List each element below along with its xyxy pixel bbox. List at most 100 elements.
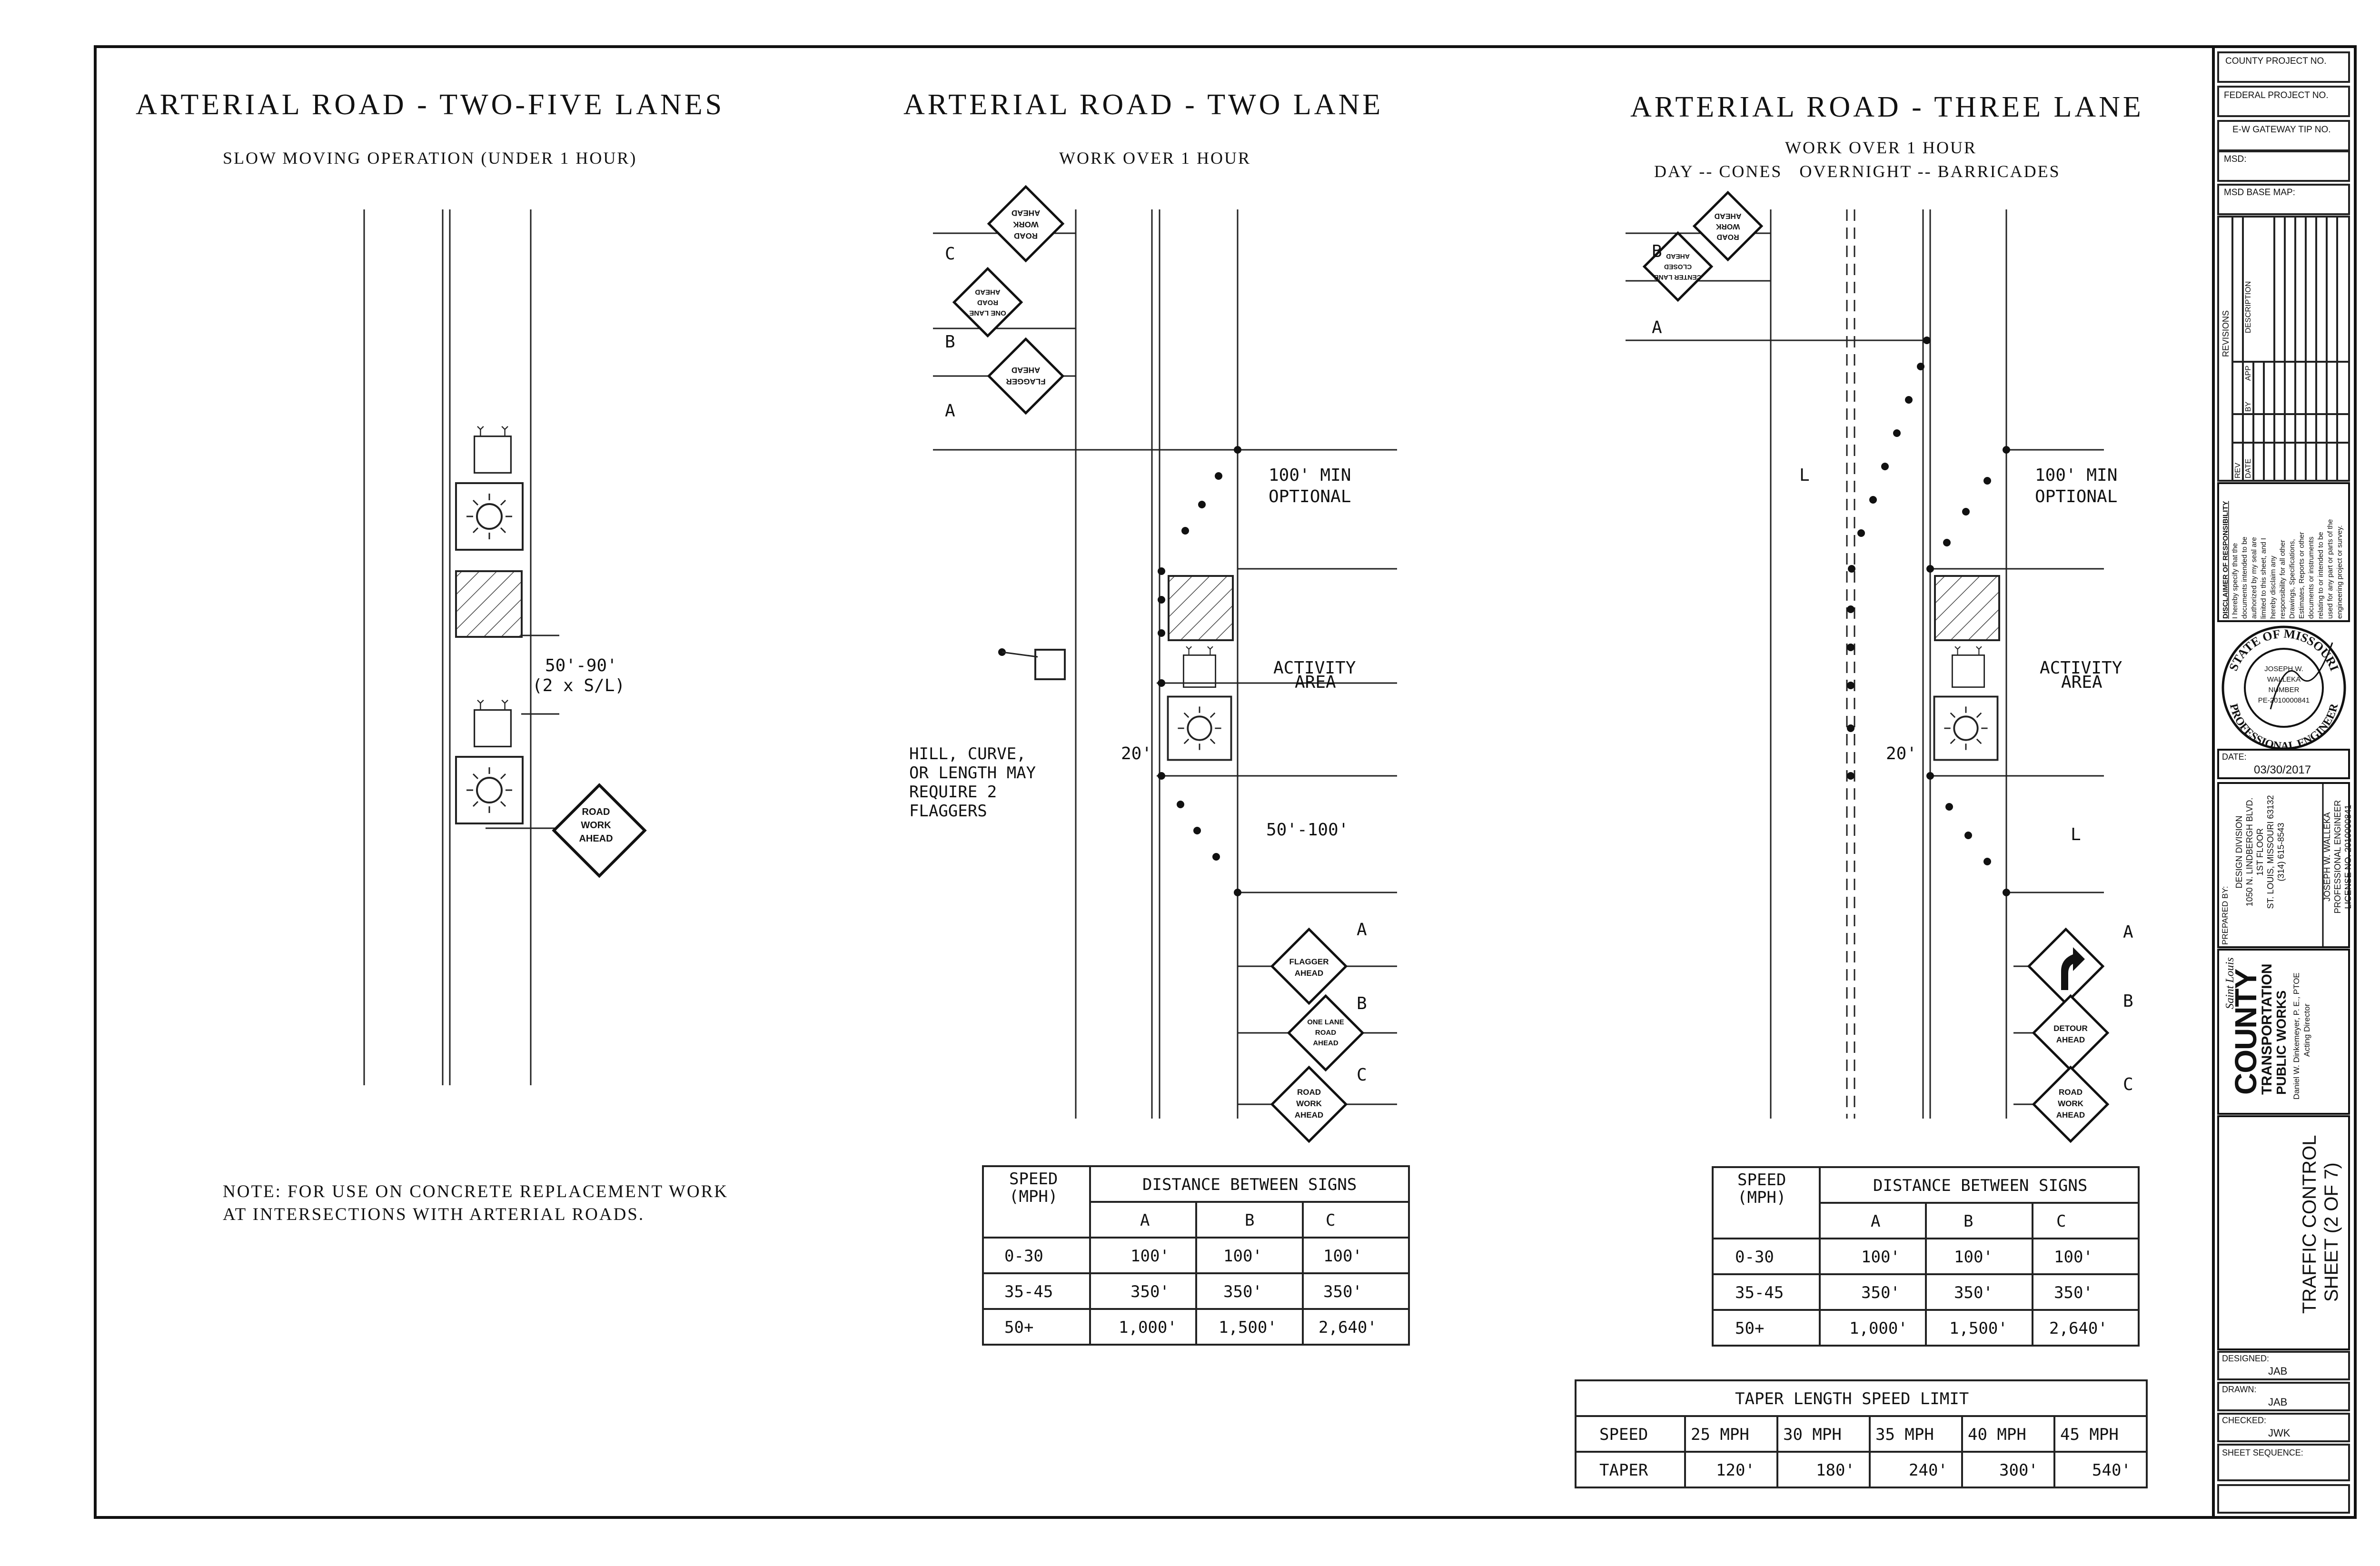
disclaimer-line: Estimates, Reports or other bbox=[2298, 532, 2306, 619]
sign-line-1: FLAGGER bbox=[1006, 377, 1045, 386]
sign-line-3: AHEAD bbox=[1012, 208, 1040, 218]
road-work-ahead-sign-icon: ROAD WORK AHEAD bbox=[2032, 1065, 2110, 1143]
table-speed-header: SPEED bbox=[1737, 1170, 1786, 1189]
table-cell: 35-45 bbox=[1735, 1283, 1784, 1302]
table-cell: 350' bbox=[2054, 1283, 2093, 1302]
traffic-cone-icon bbox=[474, 426, 512, 474]
title-block: COUNTY PROJECT NO. FEDERAL PROJECT NO. E… bbox=[2212, 45, 2357, 1519]
sign-line-2: CLOSED bbox=[1664, 263, 1692, 271]
sign-line-2: WORK bbox=[1012, 220, 1039, 229]
table-cell: 100' bbox=[1323, 1247, 1362, 1266]
label-a: A bbox=[945, 401, 955, 421]
panel3-dim-20: 20' bbox=[1886, 744, 1917, 763]
table-cell: 50+ bbox=[1735, 1319, 1764, 1338]
logo-public-works: PUBLIC WORKS bbox=[2274, 991, 2289, 1095]
road-work-ahead-sign-icon: ROAD WORK AHEAD bbox=[1692, 190, 1764, 262]
hill-note-line2: OR LENGTH MAY bbox=[909, 763, 1036, 783]
panel2-subtitle: WORK OVER 1 HOUR bbox=[1059, 149, 1251, 168]
disclaimer-line: authorized by my seal are bbox=[2250, 537, 2258, 619]
table-cell: 2,640' bbox=[1319, 1318, 1377, 1337]
app-col: APP bbox=[2244, 366, 2252, 381]
table-speed-header-unit: (MPH) bbox=[1009, 1187, 1058, 1206]
flagger-ahead-sign-icon: FLAGGER AHEAD bbox=[1270, 927, 1348, 1005]
one-lane-road-ahead-sign-icon: ONE LANE ROAD AHEAD bbox=[952, 267, 1023, 338]
table-cell: 350' bbox=[1130, 1282, 1170, 1301]
sheet-title: TRAFFIC CONTROL bbox=[2299, 1135, 2320, 1314]
panel2-min-optional-line1: 100' MIN bbox=[1269, 466, 1351, 485]
table-cell: 100' bbox=[2054, 1248, 2093, 1267]
sign-line-3: AHEAD bbox=[975, 288, 1001, 296]
hill-note-line4: FLAGGERS bbox=[909, 802, 987, 821]
panel1-dim-line1: 50'-90' bbox=[545, 656, 617, 675]
panel3-min-optional-line1: 100' MIN bbox=[2035, 466, 2117, 485]
sign-line-1: ROAD bbox=[1297, 1088, 1321, 1097]
label-b: B bbox=[2123, 991, 2133, 1011]
checked-value: JWK bbox=[2268, 1427, 2291, 1439]
by-col: BY bbox=[2244, 401, 2252, 412]
arrow-panel-icon bbox=[1933, 695, 1999, 761]
sheet-number: SHEET (2 OF 7) bbox=[2321, 1162, 2342, 1302]
table-col-a: A bbox=[1140, 1211, 1150, 1230]
disclaimer-line: relating to or intended to be bbox=[2317, 532, 2325, 619]
table-cell: 350' bbox=[1223, 1282, 1262, 1301]
label-a: A bbox=[2123, 922, 2133, 942]
hill-note-line3: REQUIRE 2 bbox=[909, 783, 997, 802]
road-work-ahead-sign-icon: ROAD WORK AHEAD bbox=[486, 783, 647, 878]
disclaimer-line: used for any part or parts of the bbox=[2326, 519, 2334, 619]
label-l: L bbox=[1799, 466, 1810, 485]
disclaimer-line: engineering project or survey. bbox=[2336, 525, 2344, 619]
rev-col: REV bbox=[2234, 463, 2242, 478]
logo-transportation: TRANSPORTATION bbox=[2259, 963, 2275, 1095]
designed-value: JAB bbox=[2268, 1365, 2287, 1377]
table-cell: 50+ bbox=[1004, 1318, 1033, 1337]
panel3-road bbox=[1626, 209, 2104, 1119]
taper-cell: SPEED bbox=[1599, 1425, 1648, 1444]
panel3-title: ARTERIAL ROAD - THREE LANE bbox=[1630, 91, 2144, 123]
sign-line-2: WORK bbox=[2058, 1099, 2084, 1108]
sign-line-1: DETOUR bbox=[2053, 1024, 2087, 1033]
one-lane-road-ahead-sign-icon: ONE LANE ROAD AHEAD bbox=[1287, 994, 1365, 1072]
table-cell: 1,000' bbox=[1849, 1319, 1908, 1338]
distance-table bbox=[982, 1165, 1410, 1346]
label-c: C bbox=[945, 244, 955, 264]
date-label: DATE: bbox=[2222, 752, 2247, 762]
work-area-hatched bbox=[1168, 575, 1234, 641]
msd-base-map-label: MSD BASE MAP: bbox=[2224, 188, 2295, 198]
table-cell: 2,640' bbox=[2049, 1319, 2108, 1338]
disclaimer-title: DISCLAIMER OF RESPONSIBILITY bbox=[2221, 501, 2230, 619]
gateway-tip-label: E-W GATEWAY TIP NO. bbox=[2232, 125, 2331, 135]
sign-line-2: AHEAD bbox=[1295, 969, 1323, 978]
table-cell: 1,500' bbox=[1949, 1319, 2008, 1338]
panel1-note-line2: AT INTERSECTIONS WITH ARTERIAL ROADS. bbox=[223, 1205, 645, 1224]
label-b: B bbox=[1357, 994, 1367, 1013]
panel1-subtitle: SLOW MOVING OPERATION (UNDER 1 HOUR) bbox=[223, 149, 637, 168]
road-work-ahead-sign-icon: ROAD WORK AHEAD bbox=[1270, 1065, 1348, 1143]
table-speed-header: SPEED bbox=[1009, 1170, 1058, 1189]
prepared-line: ST. LOUIS, MISSOURI 63132 bbox=[2266, 795, 2275, 909]
table-distance-header: DISTANCE BETWEEN SIGNS bbox=[1142, 1175, 1357, 1194]
label-a: A bbox=[1652, 318, 1662, 337]
county-project-label: COUNTY PROJECT NO. bbox=[2225, 56, 2327, 66]
taper-cell: 40 MPH bbox=[1968, 1425, 2026, 1444]
revisions-grid bbox=[2217, 216, 2350, 482]
flagger-ahead-sign-icon: FLAGGER AHEAD bbox=[987, 337, 1065, 415]
panel2-road bbox=[933, 209, 1397, 1119]
table-col-a: A bbox=[1871, 1212, 1880, 1231]
designed-label: DESIGNED: bbox=[2222, 1354, 2269, 1363]
disclaimer-line: hereby disclaim any bbox=[2269, 555, 2277, 619]
panel2-dim-20: 20' bbox=[1121, 744, 1152, 763]
traffic-cone-icon bbox=[1182, 645, 1217, 688]
disclaimer-line: limited to this sheet, and I bbox=[2260, 538, 2268, 619]
table-cell: 100' bbox=[1954, 1248, 1993, 1267]
table-cell: 100' bbox=[1861, 1248, 1900, 1267]
panel-two-lane: ARTERIAL ROAD - TWO LANE WORK OVER 1 HOU… bbox=[903, 89, 1410, 1346]
prepared-line: DESIGN DIVISION bbox=[2234, 815, 2244, 888]
engineer-line: LICENSE NO. 2010000841 bbox=[2343, 804, 2353, 909]
table-cell: 1,500' bbox=[1219, 1318, 1277, 1337]
sign-line-1: ONE LANE bbox=[1307, 1018, 1344, 1026]
prepared-line: (314) 615-8543 bbox=[2276, 823, 2286, 881]
taper-cell: 240' bbox=[1909, 1461, 1948, 1480]
traffic-cone-icon bbox=[474, 699, 512, 748]
hill-note-line1: HILL, CURVE, bbox=[909, 744, 1026, 763]
